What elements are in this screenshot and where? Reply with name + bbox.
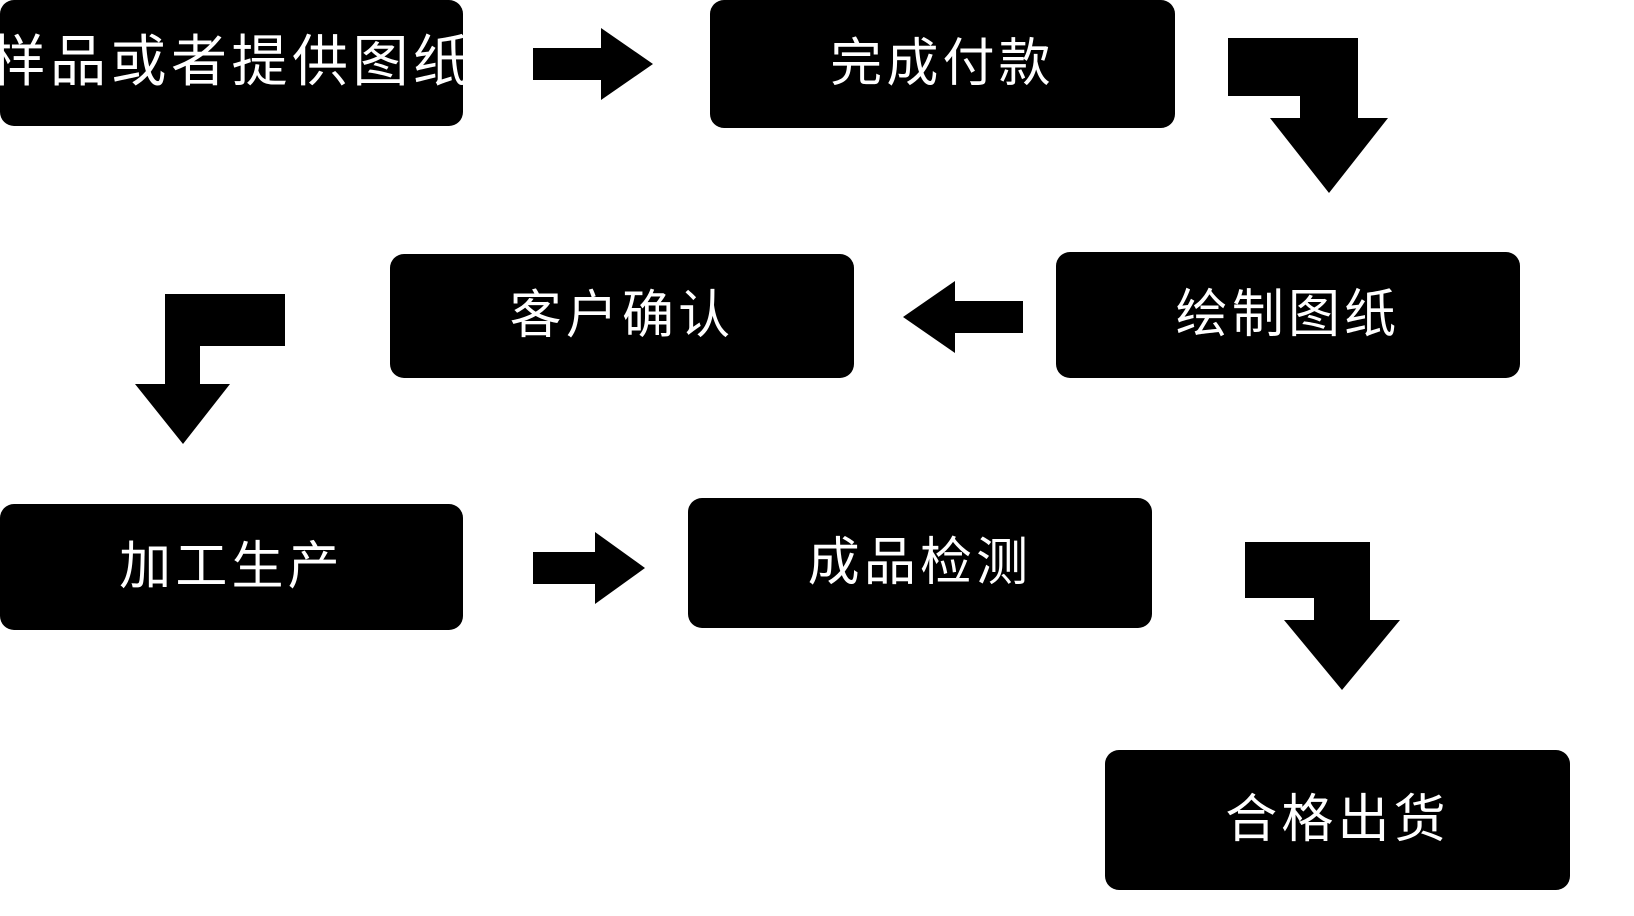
node-complete-payment[interactable]: 完成付款 <box>710 0 1175 128</box>
arrow-production-to-inspection <box>533 532 645 604</box>
arrow-inspection-to-shipment <box>1245 542 1415 690</box>
node-sample-or-drawing[interactable]: 样品或者提供图纸 <box>0 0 469 126</box>
node-qualified-shipment[interactable]: 合格出货 <box>1105 750 1570 890</box>
node-label-finished-inspection: 成品检测 <box>807 533 1033 593</box>
arrow-confirm-to-production <box>135 294 285 444</box>
node-label-sample-or-drawing: 样品或者提供图纸 <box>0 30 474 95</box>
arrow-payment-to-drawing <box>1228 38 1406 193</box>
node-draw-drawing[interactable]: 绘制图纸 <box>1056 252 1520 378</box>
arrow-drawing-to-confirm <box>903 281 1023 353</box>
node-label-qualified-shipment: 合格出货 <box>1225 790 1450 850</box>
arrow-sample-to-payment <box>533 28 653 100</box>
node-label-customer-confirm: 客户确认 <box>509 286 735 346</box>
node-label-draw-drawing: 绘制图纸 <box>1175 285 1401 345</box>
node-label-complete-payment: 完成付款 <box>830 34 1055 94</box>
node-label-processing-production: 加工生产 <box>119 537 344 597</box>
node-customer-confirm[interactable]: 客户确认 <box>390 254 854 378</box>
node-processing-production[interactable]: 加工生产 <box>0 504 463 630</box>
node-finished-inspection[interactable]: 成品检测 <box>688 498 1152 628</box>
